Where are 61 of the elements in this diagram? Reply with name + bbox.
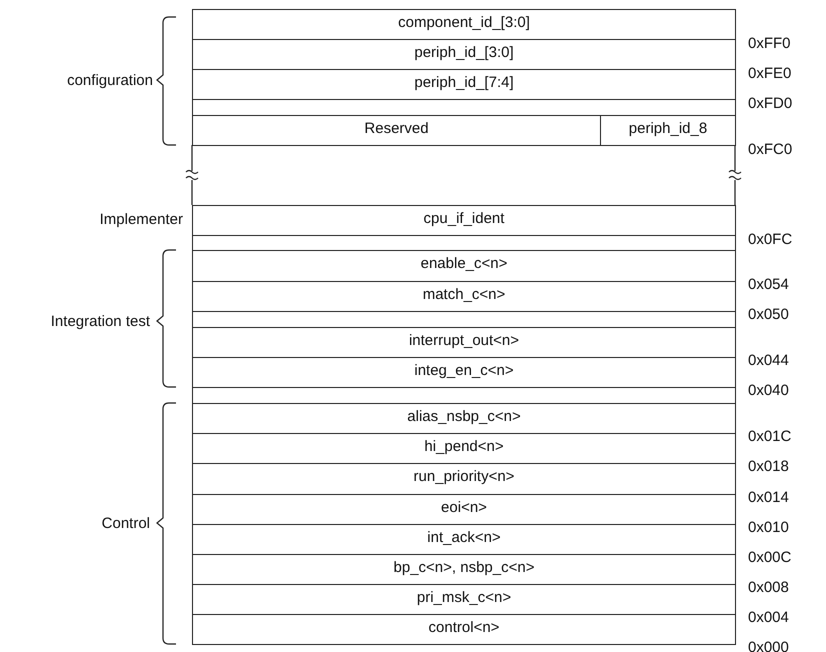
address-label: 0xFD0 — [748, 95, 792, 112]
register-name: periph_id_[3:0] — [413, 43, 515, 61]
register-name: Reserved — [363, 119, 430, 137]
register-row — [192, 281, 736, 312]
address-label: 0x050 — [748, 306, 789, 323]
address-label: 0x054 — [748, 276, 789, 293]
register-name: run_priority<n> — [412, 467, 516, 485]
register-name: interrupt_out<n> — [408, 331, 520, 349]
address-label: 0xFE0 — [748, 65, 792, 82]
address-label: 0x00C — [748, 549, 792, 566]
address-label: 0x018 — [748, 458, 789, 475]
group-label: configuration — [67, 72, 153, 89]
address-label: 0x044 — [748, 352, 789, 369]
register-name: eoi<n> — [440, 498, 488, 516]
address-label: 0x040 — [748, 382, 789, 399]
register-name: cpu_if_ident — [422, 209, 506, 227]
reserved-row — [192, 99, 736, 116]
address-label: 0x0FC — [748, 231, 792, 248]
register-name: match_c<n> — [422, 285, 506, 303]
register-row — [192, 357, 736, 388]
register-row — [192, 463, 736, 495]
register-row — [192, 614, 736, 645]
reserved-row — [192, 311, 736, 328]
address-label: 0x008 — [748, 579, 789, 596]
register-row — [192, 494, 736, 525]
group-label: Implementer — [100, 211, 183, 228]
register-row — [600, 115, 736, 146]
register-name: enable_c<n> — [420, 254, 508, 272]
address-label: 0x004 — [748, 609, 789, 626]
register-row — [192, 554, 736, 585]
register-row — [192, 39, 736, 70]
register-row — [192, 403, 736, 434]
register-row — [192, 327, 736, 358]
register-name: component_id_[3:0] — [397, 13, 531, 31]
reserved-row — [192, 387, 736, 404]
address-label: 0x014 — [748, 489, 789, 506]
group-label: Integration test — [50, 313, 150, 330]
address-label: 0x000 — [748, 639, 789, 652]
register-name: periph_id_8 — [628, 119, 708, 137]
address-label: 0x010 — [748, 519, 789, 536]
register-row — [192, 433, 736, 464]
register-row — [192, 9, 736, 40]
group-label: Control — [102, 515, 150, 532]
register-row — [192, 205, 736, 236]
address-label: 0xFC0 — [748, 141, 792, 158]
address-label: 0xFF0 — [748, 35, 791, 52]
address-label: 0x01C — [748, 428, 792, 445]
reserved-row — [192, 235, 736, 251]
register-row — [192, 524, 736, 555]
register-row — [192, 584, 736, 615]
register-name: pri_msk_c<n> — [416, 588, 512, 606]
register-name: alias_nsbp_c<n> — [406, 407, 522, 425]
register-name: int_ack<n> — [426, 528, 502, 546]
register-name: hi_pend<n> — [423, 437, 505, 455]
register-name: integ_en_c<n> — [413, 361, 515, 379]
register-name: bp_c<n>, nsbp_c<n> — [392, 558, 536, 576]
register-row — [192, 250, 736, 282]
register-name: control<n> — [428, 618, 500, 636]
register-name: periph_id_[7:4] — [413, 73, 515, 91]
register-row — [192, 69, 736, 100]
register-row — [192, 115, 601, 146]
